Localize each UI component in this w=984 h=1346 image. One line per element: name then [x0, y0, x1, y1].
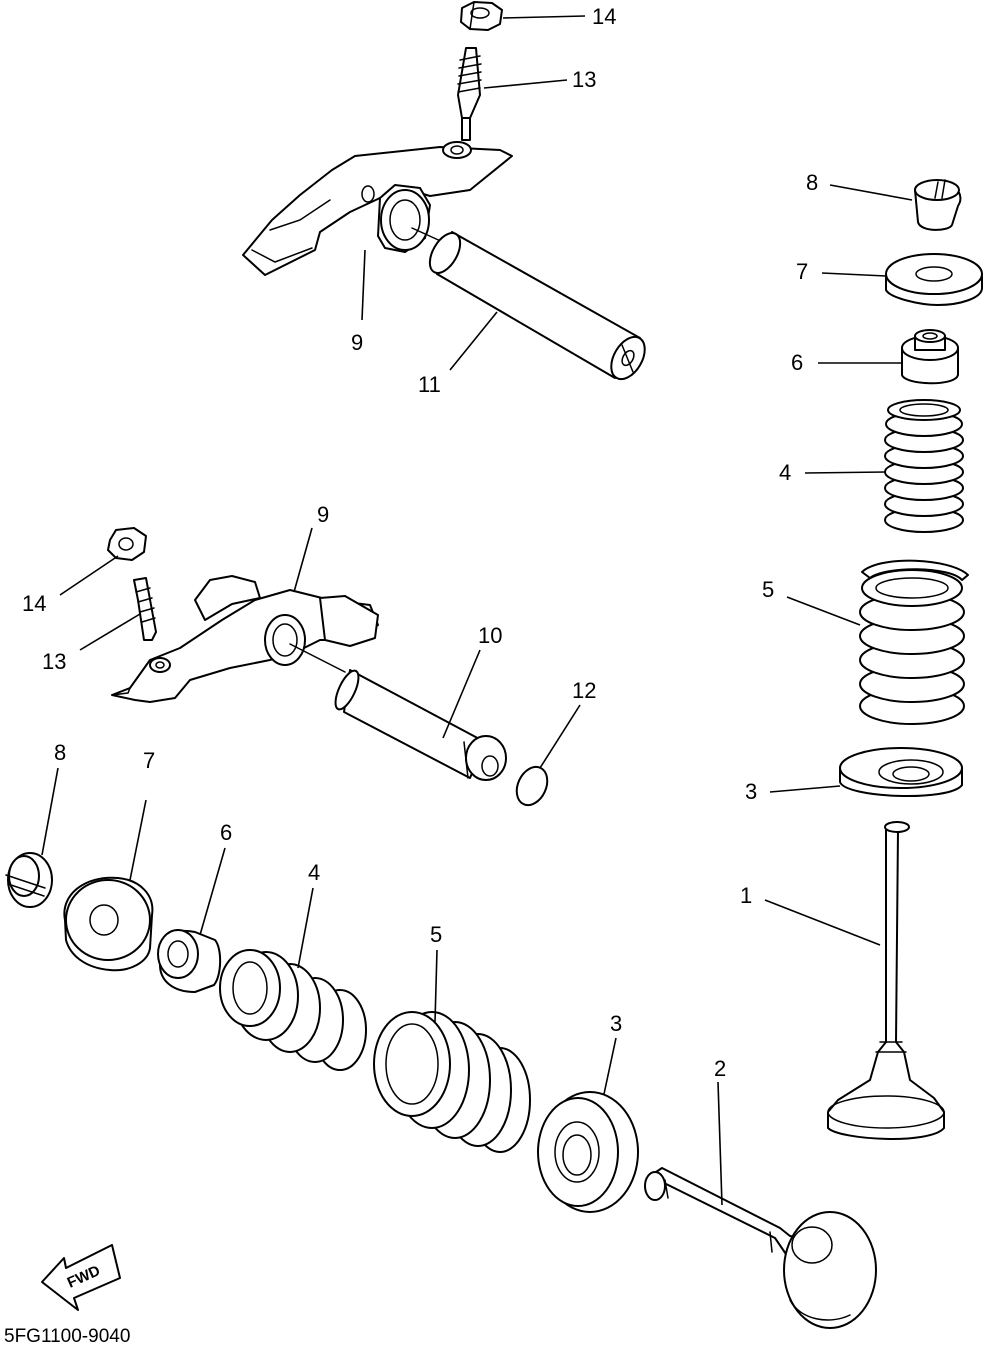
lower-rocker-shaft	[289, 643, 507, 781]
upper-adjusting-screw	[457, 47, 482, 141]
callout-8-lower: 8	[54, 740, 66, 765]
lower-adjusting-screw	[133, 577, 157, 641]
leader-lines	[41, 15, 913, 1206]
callout-8-right: 8	[806, 170, 818, 195]
right-stem-seal	[901, 329, 959, 385]
right-inner-spring	[884, 399, 964, 533]
fwd-direction-arrow: FWD	[41, 1244, 121, 1311]
o-ring	[515, 765, 549, 807]
callout-3-right: 3	[745, 779, 757, 804]
callout-13-upper: 13	[572, 67, 596, 92]
callout-11: 11	[418, 372, 441, 397]
callout-labels: 14 13 9 11 9 14 13 10 12 8 7 6 4 5 3 2 8…	[22, 4, 818, 1081]
lower-locknut	[107, 527, 147, 561]
upper-locknut	[460, 1, 503, 31]
lower-stem-seal	[157, 929, 222, 993]
callout-7-right: 7	[796, 259, 808, 284]
callout-9-upper: 9	[351, 330, 363, 355]
callout-10: 10	[478, 623, 502, 648]
lower-valve-retainer	[63, 876, 154, 972]
callout-14-lower: 14	[22, 591, 46, 616]
drawing-code: 5FG1100-9040	[4, 1326, 130, 1346]
callout-2: 2	[714, 1056, 726, 1081]
right-valve-cotter	[914, 179, 962, 231]
callout-14-upper: 14	[592, 4, 616, 29]
callout-7-lower: 7	[143, 748, 155, 773]
callout-6-lower: 6	[220, 820, 232, 845]
callout-9-lower: 9	[317, 502, 329, 527]
callout-4-right: 4	[779, 460, 791, 485]
right-spring-seat	[839, 747, 963, 797]
right-outer-spring	[859, 559, 969, 725]
callout-1: 1	[740, 883, 752, 908]
callout-5-lower: 5	[430, 922, 442, 947]
exhaust-valve	[644, 1167, 877, 1329]
lower-inner-spring	[219, 949, 367, 1071]
callout-12: 12	[572, 678, 596, 703]
callout-13-lower: 13	[42, 649, 66, 674]
upper-rocker-shaft	[411, 227, 646, 381]
callout-3-lower: 3	[610, 1011, 622, 1036]
upper-rocker-arm	[242, 141, 513, 276]
lower-outer-spring	[373, 1011, 531, 1153]
lower-valve-cotter	[5, 852, 53, 908]
callout-6-right: 6	[791, 350, 803, 375]
right-valve-retainer	[885, 253, 983, 306]
lower-spring-seat	[537, 1091, 639, 1213]
lower-rocker-arm	[111, 575, 379, 703]
callout-5-right: 5	[762, 577, 774, 602]
intake-valve	[827, 821, 945, 1140]
callout-4-lower: 4	[308, 860, 320, 885]
